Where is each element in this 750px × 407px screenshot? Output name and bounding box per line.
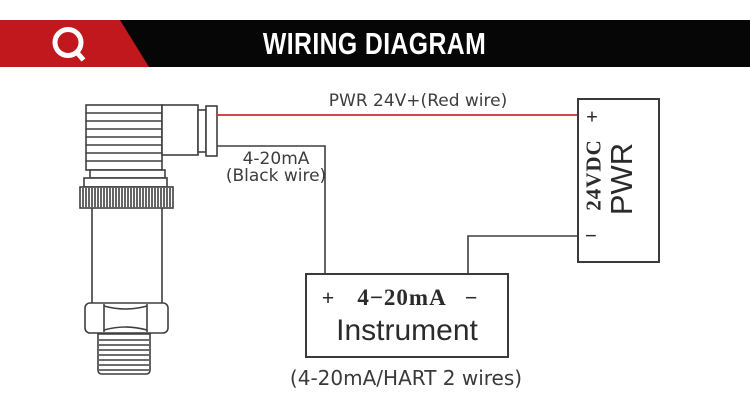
- power-wire-label: PWR 24V+(Red wire): [328, 91, 508, 111]
- knurled-ring: [79, 186, 174, 209]
- hex-nut-facets: [103, 304, 148, 332]
- hex-nut: [84, 302, 169, 334]
- black-signal-wire: [217, 145, 326, 274]
- power-supply-box: + 24VDC PWR −: [577, 98, 660, 263]
- connector-gland-ring: [197, 109, 207, 153]
- thread-hatching: [99, 339, 149, 371]
- instrument-minus-terminal: −: [464, 285, 478, 310]
- connector-head-ribs: [86, 112, 162, 162]
- pwr-voltage-label: 24VDC: [581, 139, 606, 211]
- body-flange: [83, 177, 168, 188]
- pressure-transmitter-drawing: [79, 104, 218, 375]
- instrument-plus-terminal: +: [321, 285, 335, 310]
- pwr-name-label: PWR: [604, 142, 639, 216]
- transmitter-body: [91, 208, 163, 303]
- q-logo-icon: [52, 27, 86, 62]
- knurl-hatching: [82, 188, 171, 207]
- pwr-plus-terminal: +: [586, 104, 598, 129]
- instrument-box: + 4−20mA − Instrument: [305, 273, 509, 358]
- cable-gland: [205, 105, 218, 157]
- header-ribbon: [0, 20, 149, 67]
- body-collar: [89, 169, 166, 179]
- connector-neck: [161, 104, 199, 156]
- pwr-minus-terminal: −: [585, 223, 597, 248]
- signal-wire-label-line1: 4-20mA: [242, 149, 310, 169]
- pwr-to-instrument-wire: [467, 235, 578, 274]
- page-title: WIRING DIAGRAM: [263, 25, 487, 61]
- signal-wire-label: 4-20mA (Black wire): [226, 151, 326, 185]
- signal-wire-label-line2: (Black wire): [225, 166, 327, 186]
- instrument-range-label: 4−20mA: [357, 285, 447, 310]
- wiring-caption: (4-20mA/HART 2 wires): [289, 366, 523, 390]
- header-banner: WIRING DIAGRAM: [0, 20, 750, 67]
- threaded-stud: [97, 333, 151, 375]
- instrument-name-label: Instrument: [336, 314, 478, 347]
